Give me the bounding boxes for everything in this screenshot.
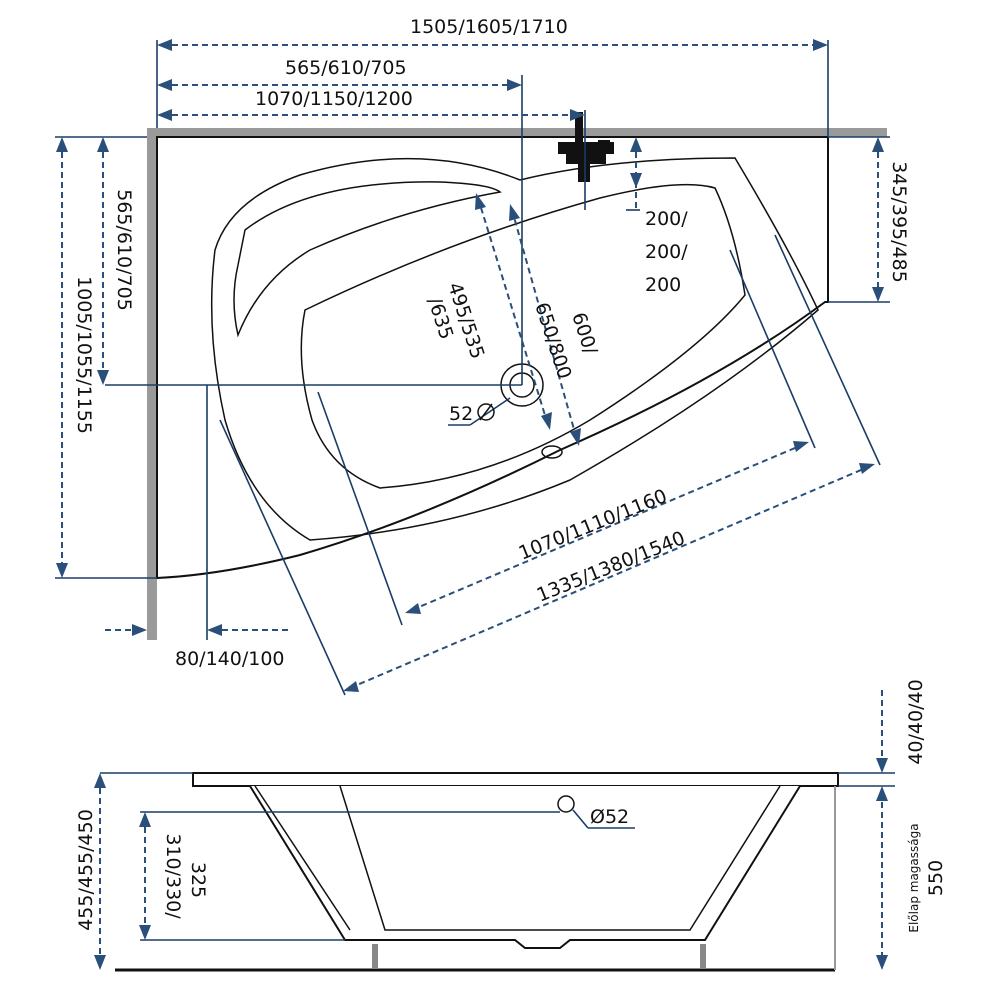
- label-side-310-b: 325: [187, 862, 209, 898]
- right-foot: [700, 944, 706, 968]
- diameter-icon: [477, 403, 495, 421]
- overflow-hole: [541, 445, 563, 459]
- side-rim: [192, 772, 839, 787]
- label-side-40: 40/40/40: [905, 679, 927, 764]
- label-side-310-a: 310/330/: [162, 833, 184, 919]
- left-wall: [147, 128, 157, 640]
- tub-backrest: [233, 181, 502, 338]
- label-side-455: 455/455/450: [75, 809, 97, 931]
- label-top-1070: 1070/1150/1200: [255, 88, 413, 110]
- faucet-icon: [558, 112, 614, 182]
- label-drain-52: 52: [449, 403, 473, 425]
- label-offset-200-b: 200/: [645, 241, 688, 263]
- label-side-panel: Előlap magassága: [907, 823, 921, 932]
- label-side-drain: Ø52: [590, 806, 629, 828]
- label-left-565: 565/610/705: [113, 189, 135, 311]
- side-tub-body: [249, 785, 801, 949]
- top-wall: [147, 128, 887, 137]
- label-top-565: 565/610/705: [285, 57, 407, 79]
- label-offset-200-c: 200: [645, 274, 681, 296]
- tub-outer-outline: [156, 136, 829, 580]
- label-top-width: 1505/1605/1710: [410, 16, 568, 38]
- side-drain-icon: [557, 795, 575, 813]
- label-bottom-80: 80/140/100: [175, 648, 285, 670]
- tub-rim: [210, 157, 819, 541]
- label-offset-200-a: 200/: [645, 208, 688, 230]
- left-foot: [372, 944, 378, 968]
- label-left-1005: 1005/1055/1155: [73, 276, 95, 434]
- label-side-550: 550: [925, 860, 947, 896]
- tub-inner-basin: [300, 183, 746, 489]
- label-right-345: 345/395/485: [888, 161, 910, 283]
- side-view: [115, 772, 839, 972]
